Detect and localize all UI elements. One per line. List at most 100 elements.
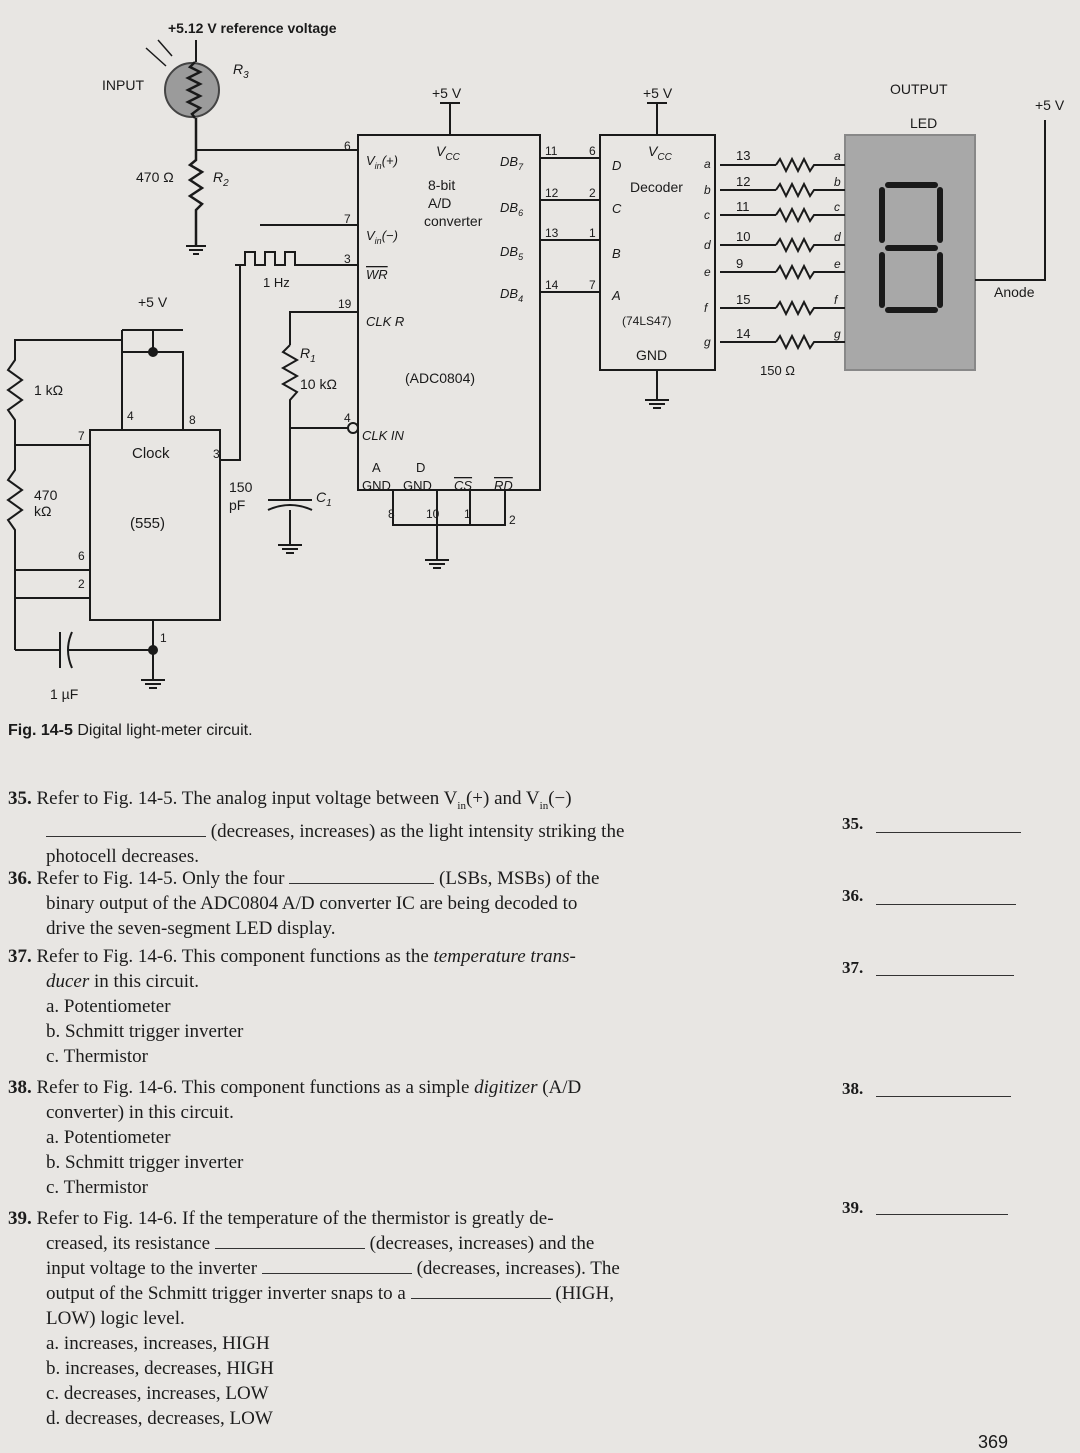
clk-pin-7: 7 bbox=[78, 429, 85, 443]
q39-option-a: a. increases, increases, HIGH bbox=[46, 1333, 270, 1354]
seg-e: e bbox=[834, 257, 841, 271]
clock-freq-label: 1 Hz bbox=[263, 275, 290, 290]
dec-out-a: a bbox=[704, 157, 711, 171]
output-label: OUTPUT bbox=[890, 81, 948, 97]
adc-db4-label: DB4 bbox=[500, 286, 523, 304]
answer-line-38[interactable] bbox=[876, 1096, 1011, 1097]
dec-out-g: g bbox=[704, 335, 711, 349]
adc-vin-minus-label: Vin(−) bbox=[366, 228, 398, 246]
clk-pin-2: 2 bbox=[78, 577, 85, 591]
dec-name-label: Decoder bbox=[630, 179, 683, 195]
dec-out-c: c bbox=[704, 208, 710, 222]
adc-db7-label: DB7 bbox=[500, 154, 524, 172]
dec-pin-15: 15 bbox=[736, 292, 750, 307]
q37-option-a: a. Potentiometer bbox=[46, 996, 171, 1017]
clk-pin-6: 6 bbox=[78, 549, 85, 563]
clock-part-label: (555) bbox=[130, 515, 165, 532]
dec-in-a: A bbox=[611, 288, 621, 303]
clk-pin-8: 8 bbox=[189, 413, 196, 427]
seg-f: f bbox=[834, 293, 839, 307]
adc-vcc-label: VCC bbox=[436, 143, 461, 163]
adc-db5-label: DB5 bbox=[500, 244, 524, 262]
dec-pin-9: 9 bbox=[736, 256, 743, 271]
clk-pin-3: 3 bbox=[213, 447, 220, 461]
r2-label: R2 bbox=[213, 169, 229, 189]
q39-blank-3[interactable] bbox=[410, 1284, 551, 1299]
r2-value: 470 Ω bbox=[136, 169, 174, 185]
dec-pin-13: 13 bbox=[736, 148, 750, 163]
pin-dec-b: 1 bbox=[589, 226, 596, 240]
dec-part-label: (74LS47) bbox=[622, 314, 671, 328]
pin-db7: 11 bbox=[545, 144, 558, 158]
adc-wr-label: WR bbox=[366, 267, 388, 282]
anode-label: Anode bbox=[994, 284, 1035, 300]
res-1k-label: 1 kΩ bbox=[34, 382, 63, 398]
dec-in-d: D bbox=[612, 158, 621, 173]
cap-1uf-label: 1 µF bbox=[50, 686, 78, 702]
pin-vin-minus: 7 bbox=[344, 212, 351, 226]
question-36: 36. Refer to Fig. 14-5. Only the four (L… bbox=[8, 868, 600, 939]
q36-blank[interactable] bbox=[289, 869, 435, 884]
seven-segment-display bbox=[844, 134, 976, 371]
answer-line-36[interactable] bbox=[876, 904, 1016, 905]
answer-label-37: 37. bbox=[842, 958, 864, 977]
answer-label-35: 35. bbox=[842, 814, 864, 833]
clock-555-chip bbox=[89, 429, 221, 621]
pin-wr: 3 bbox=[344, 252, 351, 266]
c1-value-a: 150 bbox=[229, 479, 253, 495]
q38-option-c: c. Thermistor bbox=[46, 1177, 149, 1198]
r1-label: R1 bbox=[300, 345, 316, 365]
dec-out-d: d bbox=[704, 238, 711, 252]
c1-value-b: pF bbox=[229, 497, 245, 513]
light-meter-circuit-diagram: +5.12 V reference voltage INPUT R3 470 Ω… bbox=[6, 20, 1065, 702]
r3-label: R3 bbox=[233, 61, 249, 81]
pin-dec-a: 7 bbox=[589, 278, 596, 292]
photocell bbox=[164, 62, 220, 118]
dec-pin-14: 14 bbox=[736, 326, 750, 341]
ref-voltage-label: +5.12 V reference voltage bbox=[168, 20, 337, 36]
dec-in-c: C bbox=[612, 201, 622, 216]
figure-caption: Fig. 14-5 Digital light-meter circuit. bbox=[8, 722, 253, 740]
pin-clkin: 4 bbox=[344, 411, 351, 425]
adc-cs-label: CS bbox=[454, 478, 472, 493]
seg-c: c bbox=[834, 200, 840, 214]
q35-blank[interactable] bbox=[46, 822, 206, 837]
answer-line-35[interactable] bbox=[876, 832, 1021, 833]
seg-g: g bbox=[834, 327, 841, 341]
seg-b: b bbox=[834, 175, 841, 189]
adc-desc-1: 8-bit bbox=[428, 177, 455, 193]
anode-supply-label: +5 V bbox=[1035, 97, 1065, 113]
q37-option-b: b. Schmitt trigger inverter bbox=[46, 1021, 244, 1042]
decoder-supply-label: +5 V bbox=[643, 85, 673, 101]
adc-vin-plus-label: Vin(+) bbox=[366, 153, 398, 171]
res-470k-a: 470 bbox=[34, 487, 58, 503]
pin-clkr: 19 bbox=[338, 297, 352, 311]
q39-option-d: d. decreases, decreases, LOW bbox=[46, 1408, 273, 1429]
adc-agnd-a: A bbox=[372, 460, 381, 475]
question-38: 38. Refer to Fig. 14-6. This component f… bbox=[8, 1075, 668, 1200]
clock-label: Clock bbox=[132, 445, 170, 462]
adc-agnd-b: GND bbox=[362, 478, 391, 493]
answer-line-37[interactable] bbox=[876, 975, 1014, 976]
adc-part-label: (ADC0804) bbox=[405, 370, 475, 386]
adc-desc-2: A/D bbox=[428, 195, 451, 211]
answer-line-39[interactable] bbox=[876, 1214, 1008, 1215]
clk-pin-4: 4 bbox=[127, 409, 134, 423]
q39-blank-1[interactable] bbox=[214, 1234, 365, 1249]
adc-supply-label: +5 V bbox=[432, 85, 462, 101]
pin-dgnd: 10 bbox=[426, 507, 440, 521]
q39-blank-2[interactable] bbox=[261, 1259, 412, 1274]
pin-agnd: 8 bbox=[388, 507, 395, 521]
answer-label-38: 38. bbox=[842, 1079, 864, 1098]
led-label: LED bbox=[910, 115, 937, 131]
dec-pin-10: 10 bbox=[736, 229, 750, 244]
pin-db6: 12 bbox=[545, 186, 559, 200]
pin-dec-d: 6 bbox=[589, 144, 596, 158]
seg-d: d bbox=[834, 230, 841, 244]
adc-dgnd-a: D bbox=[416, 460, 425, 475]
dec-vcc-label: VCC bbox=[648, 143, 673, 163]
q37-option-c: c. Thermistor bbox=[46, 1046, 149, 1067]
dec-gnd-label: GND bbox=[636, 347, 667, 363]
answer-label-36: 36. bbox=[842, 886, 864, 905]
dec-out-f: f bbox=[704, 301, 709, 315]
